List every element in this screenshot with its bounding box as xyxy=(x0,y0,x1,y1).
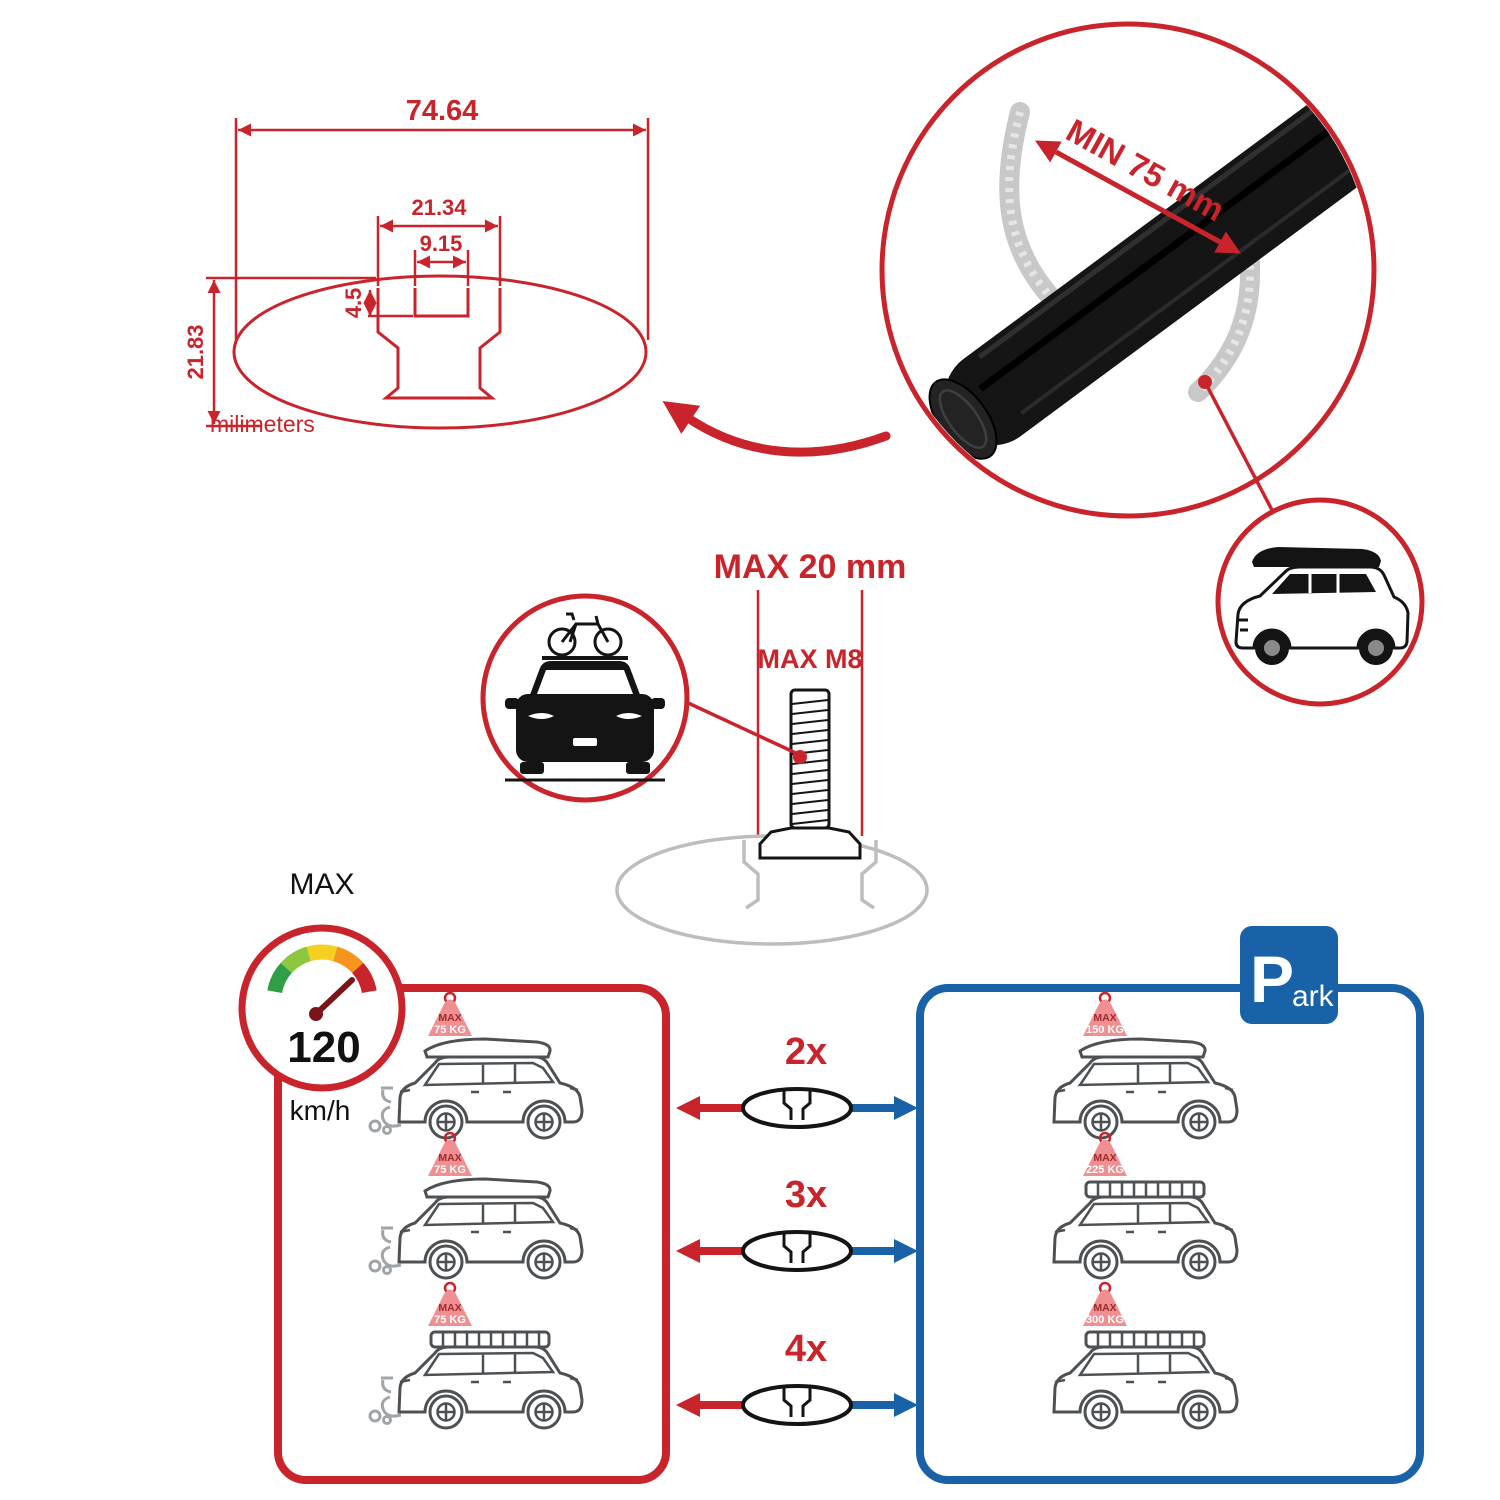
speed-max-label: MAX xyxy=(289,868,354,901)
bar-count-row-1: 2x xyxy=(676,1031,918,1129)
gauge-arc xyxy=(267,944,377,994)
roof-box-icon xyxy=(1252,547,1381,567)
dimension-drawing: 74.64 21.34 9.15 4.5 21.83 milimeters xyxy=(183,95,650,437)
tag-label: MAX xyxy=(1093,1302,1116,1314)
leader-to-suv xyxy=(1203,381,1275,513)
roof-basket xyxy=(1084,1330,1206,1349)
park-sign: P ark xyxy=(1240,926,1338,1024)
suv-pillars xyxy=(1308,574,1340,593)
tag-flag xyxy=(1083,1139,1127,1176)
mirror-left xyxy=(505,698,519,709)
dim-slot-depth: 4.5 xyxy=(341,288,366,319)
suv-hub-front xyxy=(1264,640,1280,656)
tag-value: 300 KG xyxy=(1086,1314,1124,1326)
count-label: 3x xyxy=(785,1174,827,1216)
wheel-right xyxy=(626,762,650,774)
park-letter: P xyxy=(1250,942,1294,1016)
parked-car-1: MAX 150 KG xyxy=(1052,991,1239,1140)
bar-count-row-2: 3x xyxy=(676,1174,918,1272)
tag-flag xyxy=(1083,999,1127,1036)
bolt-head xyxy=(758,826,862,860)
park-sign-square xyxy=(1240,926,1338,1024)
tag-flag xyxy=(428,1289,472,1326)
load-tag: MAX 300 KG xyxy=(1083,1281,1127,1326)
detail-circle-ring xyxy=(879,21,1377,519)
crossbar-section-icon xyxy=(741,1384,853,1426)
tag-label: MAX xyxy=(438,1302,461,1314)
profile-channel xyxy=(376,288,502,400)
headlight-left xyxy=(528,713,554,719)
tag-value: 75 KG xyxy=(434,1164,466,1176)
driving-car-2: MAX 75 KG xyxy=(368,1131,584,1280)
tag-label: MAX xyxy=(1093,1012,1116,1024)
t-bolt xyxy=(758,688,862,860)
min-span-arrow xyxy=(1034,140,1242,254)
bar-count-row-3: 4x xyxy=(676,1328,918,1426)
suv-grille xyxy=(1238,618,1248,632)
load-tag: MAX 225 KG xyxy=(1083,1131,1127,1176)
count-label: 2x xyxy=(785,1031,827,1073)
bolt-threads xyxy=(791,699,829,825)
crossbar-section-icon xyxy=(741,1087,853,1129)
car-bike-circle xyxy=(480,593,690,803)
driving-car-3: MAX 75 KG xyxy=(368,1281,584,1430)
plate xyxy=(573,738,597,746)
dim-total-height: 21.83 xyxy=(183,324,208,379)
parked-car-3: MAX 300 KG xyxy=(1052,1281,1239,1430)
roof-basket xyxy=(1084,1180,1206,1199)
park-suffix: ark xyxy=(1292,980,1335,1013)
mirror-right xyxy=(651,698,665,709)
load-tag: MAX 150 KG xyxy=(1083,991,1127,1036)
roof-basket xyxy=(429,1330,551,1349)
car-front-icon xyxy=(505,656,665,782)
tag-value: 75 KG xyxy=(434,1314,466,1326)
roof-box xyxy=(423,1177,552,1199)
tag-value: 225 KG xyxy=(1086,1164,1124,1176)
tag-value: 75 KG xyxy=(434,1024,466,1036)
crossbar-section-icon xyxy=(741,1230,853,1272)
driving-car-1: MAX 75 KG xyxy=(368,991,584,1140)
tag-label: MAX xyxy=(438,1152,461,1164)
tag-label: MAX xyxy=(438,1012,461,1024)
bolt-point-dot xyxy=(793,750,807,764)
ghost-profile-channel xyxy=(742,840,878,910)
tag-flag xyxy=(1083,1289,1127,1326)
gauge-needle xyxy=(313,977,355,1017)
dim-channel-width: 21.34 xyxy=(411,195,467,220)
suv-hub-rear xyxy=(1368,640,1384,656)
leader-from-car xyxy=(685,700,799,756)
load-tag: MAX 75 KG xyxy=(428,1131,472,1176)
clamp-strap-left xyxy=(999,102,1068,315)
crossbar-detail-circle: MIN 75 mm xyxy=(879,21,1377,519)
speed-limit-badge: MAX 120 km/h xyxy=(238,868,406,1126)
gauge-pivot xyxy=(309,1007,323,1021)
load-tag: MAX 75 KG xyxy=(428,991,472,1036)
wheel-left xyxy=(520,762,544,774)
suv-windows xyxy=(1272,574,1376,594)
bike-icon xyxy=(547,612,623,657)
roof-box xyxy=(423,1037,552,1059)
roof-box xyxy=(1078,1037,1207,1059)
load-tag: MAX 75 KG xyxy=(428,1281,472,1326)
suv-circle xyxy=(1215,497,1425,707)
dim-total-width: 74.64 xyxy=(406,95,479,127)
bolt-detail: MAX 20 mm MAX M8 xyxy=(615,548,929,946)
units-label: milimeters xyxy=(210,411,315,437)
pointer-arrow xyxy=(662,401,891,457)
count-label: 4x xyxy=(785,1328,827,1370)
dim-slot-width: 9.15 xyxy=(420,231,463,256)
tag-flag xyxy=(428,999,472,1036)
headlight-right xyxy=(616,713,642,719)
max-width-label: MAX 20 mm xyxy=(714,548,907,586)
speed-value: 120 xyxy=(287,1023,360,1072)
tag-flag xyxy=(428,1139,472,1176)
speed-units: km/h xyxy=(290,1095,351,1126)
tag-value: 150 KG xyxy=(1086,1024,1124,1036)
parked-car-2: MAX 225 KG xyxy=(1052,1131,1239,1280)
tag-label: MAX xyxy=(1093,1152,1116,1164)
suv-with-roofbox xyxy=(1234,547,1410,665)
max-thread-label: MAX M8 xyxy=(757,644,862,674)
profile-ellipse xyxy=(232,274,648,430)
